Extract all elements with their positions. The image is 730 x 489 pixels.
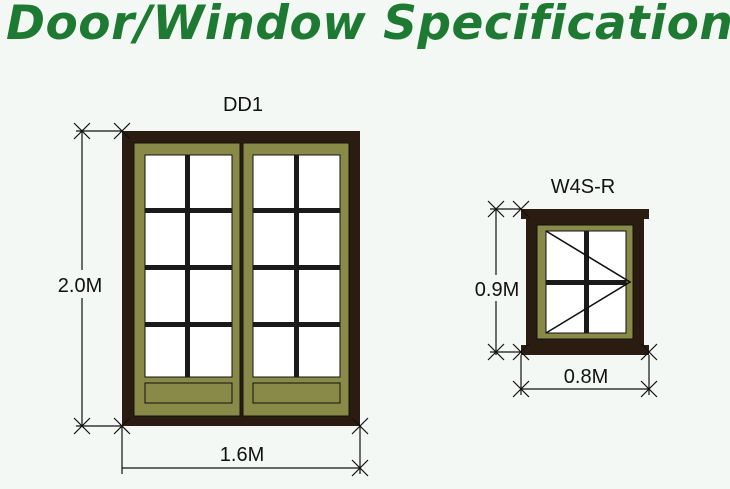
- window-w4s-r: W4S-R 0.9M: [470, 176, 658, 398]
- page-title: Door/Window Specifications: [6, 0, 730, 51]
- door-right-kick-rail: [252, 382, 341, 404]
- window-opening-indicator: [545, 230, 632, 334]
- window-width-label: 0.8M: [564, 366, 608, 388]
- door-code-label: DD1: [223, 94, 263, 116]
- window-head: [521, 209, 649, 219]
- door-right-horizontal-bar: [253, 322, 340, 327]
- door-dd1: DD1: [50, 94, 369, 477]
- door-width-label: 1.6M: [220, 444, 264, 466]
- window-height-label-bg: [470, 275, 522, 301]
- door-width-dimension: [121, 417, 369, 477]
- door-glazing-bars: [145, 155, 340, 377]
- door-left-horizontal-bar: [145, 208, 232, 213]
- window-sill: [521, 345, 649, 355]
- window-code-label: W4S-R: [551, 176, 615, 198]
- window-height-label: 0.9M: [475, 279, 519, 301]
- window-horizontal-bar: [546, 280, 626, 285]
- door-left-horizontal-bar: [145, 322, 232, 327]
- door-height-label: 2.0M: [58, 275, 102, 297]
- window-width-dimension: [512, 343, 658, 398]
- door-left-kick-rail: [144, 382, 233, 404]
- door-height-label-bg: [50, 270, 110, 298]
- door-right-horizontal-bar: [253, 208, 340, 213]
- door-left-horizontal-bar: [145, 265, 232, 270]
- door-right-horizontal-bar: [253, 265, 340, 270]
